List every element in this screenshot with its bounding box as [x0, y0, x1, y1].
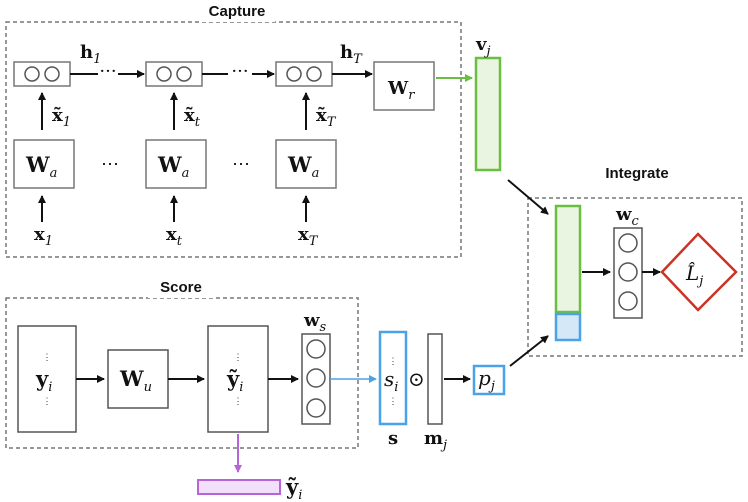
ws-label: ws — [303, 310, 327, 335]
Wr-box — [373, 61, 435, 111]
label-h1: h1 — [80, 42, 101, 67]
Wa-box-t — [145, 139, 207, 189]
Wa-box-T — [275, 139, 337, 189]
s-label: s — [388, 428, 398, 449]
ytilde-output-vector — [197, 479, 281, 495]
label-xt: xt — [166, 224, 183, 249]
rnn-cell-t — [145, 61, 203, 87]
dots-wa-2: ⋯ — [232, 154, 250, 175]
pj-label: pj — [478, 366, 495, 394]
concat-p-part — [554, 312, 582, 342]
dots-wa-1: ⋯ — [101, 154, 119, 175]
ytilde-label: ỹi — [226, 366, 243, 395]
y-i-box — [17, 325, 77, 433]
ytilde-output-label: ỹi — [285, 474, 302, 502]
score-title: Score — [160, 279, 202, 296]
ellipsis-2: ··· — [231, 61, 248, 82]
Wu-box — [107, 349, 169, 409]
svg-text:⋮: ⋮ — [43, 397, 52, 407]
label-xtilde-t: x̃t — [184, 105, 201, 130]
Wu-label: Wu — [119, 366, 152, 395]
wc-vector — [613, 227, 643, 319]
integrate-region — [527, 197, 743, 357]
integrate-title: Integrate — [605, 165, 668, 182]
pj-box — [472, 364, 506, 396]
Wr-label: Wr — [387, 78, 415, 103]
mj-label: mj — [424, 428, 447, 453]
ellipsis-1: ··· — [99, 61, 116, 82]
svg-text:⋮: ⋮ — [234, 353, 243, 363]
svg-text:⋮: ⋮ — [389, 357, 398, 367]
rnn-cell-T — [275, 61, 333, 87]
s-vector — [378, 330, 408, 426]
odot-symbol: ⊙ — [408, 367, 425, 391]
label-xtilde-1: x̃1 — [52, 105, 71, 130]
label-xtilde-T: x̃T — [316, 105, 337, 130]
ws-vector — [301, 333, 331, 425]
s-i-label: si — [384, 367, 398, 395]
ytilde-box — [207, 325, 269, 433]
capture-title: Capture — [209, 3, 266, 20]
svg-text:⋮: ⋮ — [43, 353, 52, 363]
vj-vector — [474, 56, 502, 172]
Wa-label-t: Wa — [157, 152, 189, 181]
loss-label: L̂j — [685, 261, 703, 289]
label-x1: x1 — [34, 224, 53, 249]
mj-vector — [427, 333, 443, 425]
wc-label: wc — [615, 204, 640, 229]
vj-label: vj — [475, 34, 491, 59]
label-hT: hT — [340, 42, 363, 67]
y-i-label: yi — [35, 366, 52, 395]
svg-text:⋮: ⋮ — [234, 397, 243, 407]
Wa-label-T: Wa — [287, 152, 319, 181]
concat-v-part — [554, 204, 582, 314]
Wa-label-1: Wa — [25, 152, 57, 181]
loss-diamond — [660, 232, 738, 312]
svg-text:⋮: ⋮ — [389, 397, 398, 407]
label-xT: xT — [298, 224, 319, 249]
Wa-box-1 — [13, 139, 75, 189]
rnn-cell-1 — [13, 61, 71, 87]
